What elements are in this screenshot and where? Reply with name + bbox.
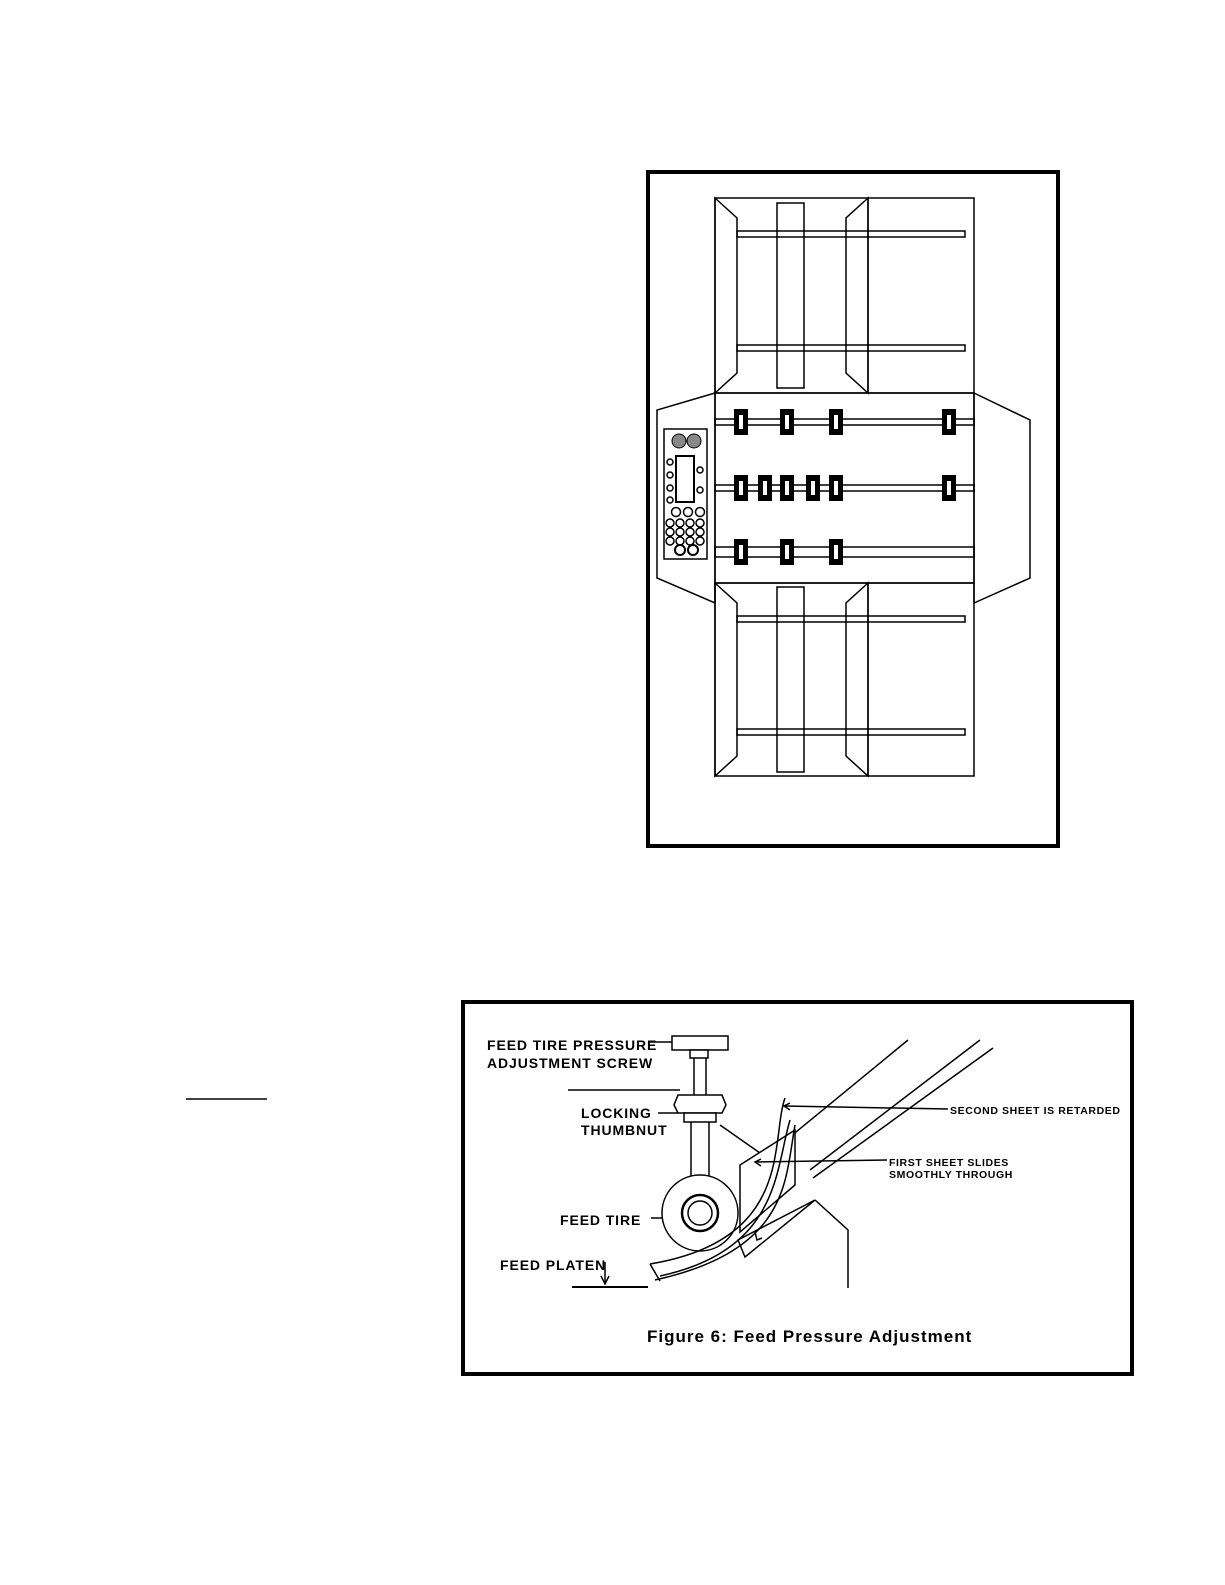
indicator-light: [667, 497, 673, 503]
feed-roller: [829, 475, 843, 501]
keypad-key: [688, 545, 698, 555]
label-feed-platen: FEED PLATEN: [500, 1257, 606, 1273]
control-panel-display: [676, 456, 694, 502]
feed-roller: [780, 409, 794, 435]
bottom-tray-guide-rail: [737, 729, 965, 735]
feed-roller: [780, 475, 794, 501]
bottom-feed-tray: [715, 583, 974, 776]
feed-roller: [734, 409, 748, 435]
feed-pressure-figure: FEED TIRE PRESSURE ADJUSTMENT SCREW LOCK…: [463, 1002, 1132, 1374]
figure-caption: Figure 6: Feed Pressure Adjustment: [647, 1327, 972, 1346]
control-knob: [687, 434, 701, 448]
keypad-key: [696, 519, 704, 527]
top-tray-guide-rail: [737, 345, 965, 351]
indicator-light: [697, 467, 703, 473]
indicator-light: [667, 459, 673, 465]
feed-roller: [734, 539, 748, 565]
keypad-key: [686, 537, 694, 545]
label-feed-tire: FEED TIRE: [560, 1212, 641, 1228]
keypad-key: [686, 528, 694, 536]
control-knob: [672, 434, 686, 448]
label-thumbnut-line1: LOCKING: [581, 1105, 652, 1121]
adjustment-screw-head: [672, 1036, 728, 1050]
indicator-light: [667, 472, 673, 478]
label-thumbnut-line2: THUMBNUT: [581, 1122, 668, 1138]
keypad-key: [684, 508, 693, 517]
keypad-key: [676, 528, 684, 536]
indicator-light: [667, 485, 673, 491]
keypad-key: [696, 537, 704, 545]
keypad-key: [666, 519, 674, 527]
keypad-key: [666, 537, 674, 545]
keypad-key: [676, 537, 684, 545]
machine-top-view-figure: [648, 172, 1058, 846]
adjustment-screw-stem: [690, 1050, 708, 1058]
label-first-sheet-line1: FIRST SHEET SLIDES: [889, 1157, 1009, 1169]
keypad-key: [686, 519, 694, 527]
feed-roller: [829, 409, 843, 435]
roller-shaft: [715, 547, 974, 557]
feed-roller: [942, 409, 956, 435]
keypad-key: [696, 528, 704, 536]
top-tray-guide-rail: [737, 231, 965, 237]
keypad-key: [675, 545, 685, 555]
feed-roller: [758, 475, 772, 501]
label-adjustment-screw-line2: ADJUSTMENT SCREW: [487, 1055, 653, 1071]
keypad-key: [672, 508, 681, 517]
label-second-sheet: SECOND SHEET IS RETARDED: [950, 1105, 1121, 1117]
keypad-key: [666, 528, 674, 536]
feed-roller: [780, 539, 794, 565]
roller-shaft: [715, 419, 974, 425]
feed-roller: [734, 475, 748, 501]
feed-roller: [806, 475, 820, 501]
feed-roller: [942, 475, 956, 501]
top-feed-tray: [715, 198, 974, 393]
control-panel: [664, 429, 707, 559]
roller-shaft: [715, 485, 974, 491]
roller-group: [734, 409, 956, 565]
keypad-key: [676, 519, 684, 527]
keypad-key: [696, 508, 705, 517]
feed-roller: [829, 539, 843, 565]
label-first-sheet-line2: SMOOTHLY THROUGH: [889, 1169, 1013, 1181]
figure1-frame: [648, 172, 1058, 846]
bottom-tray-guide-rail: [737, 616, 965, 622]
locking-thumbnut: [674, 1095, 726, 1113]
indicator-light: [697, 487, 703, 493]
feed-tire: [662, 1175, 738, 1251]
label-adjustment-screw-line1: FEED TIRE PRESSURE: [487, 1037, 657, 1053]
